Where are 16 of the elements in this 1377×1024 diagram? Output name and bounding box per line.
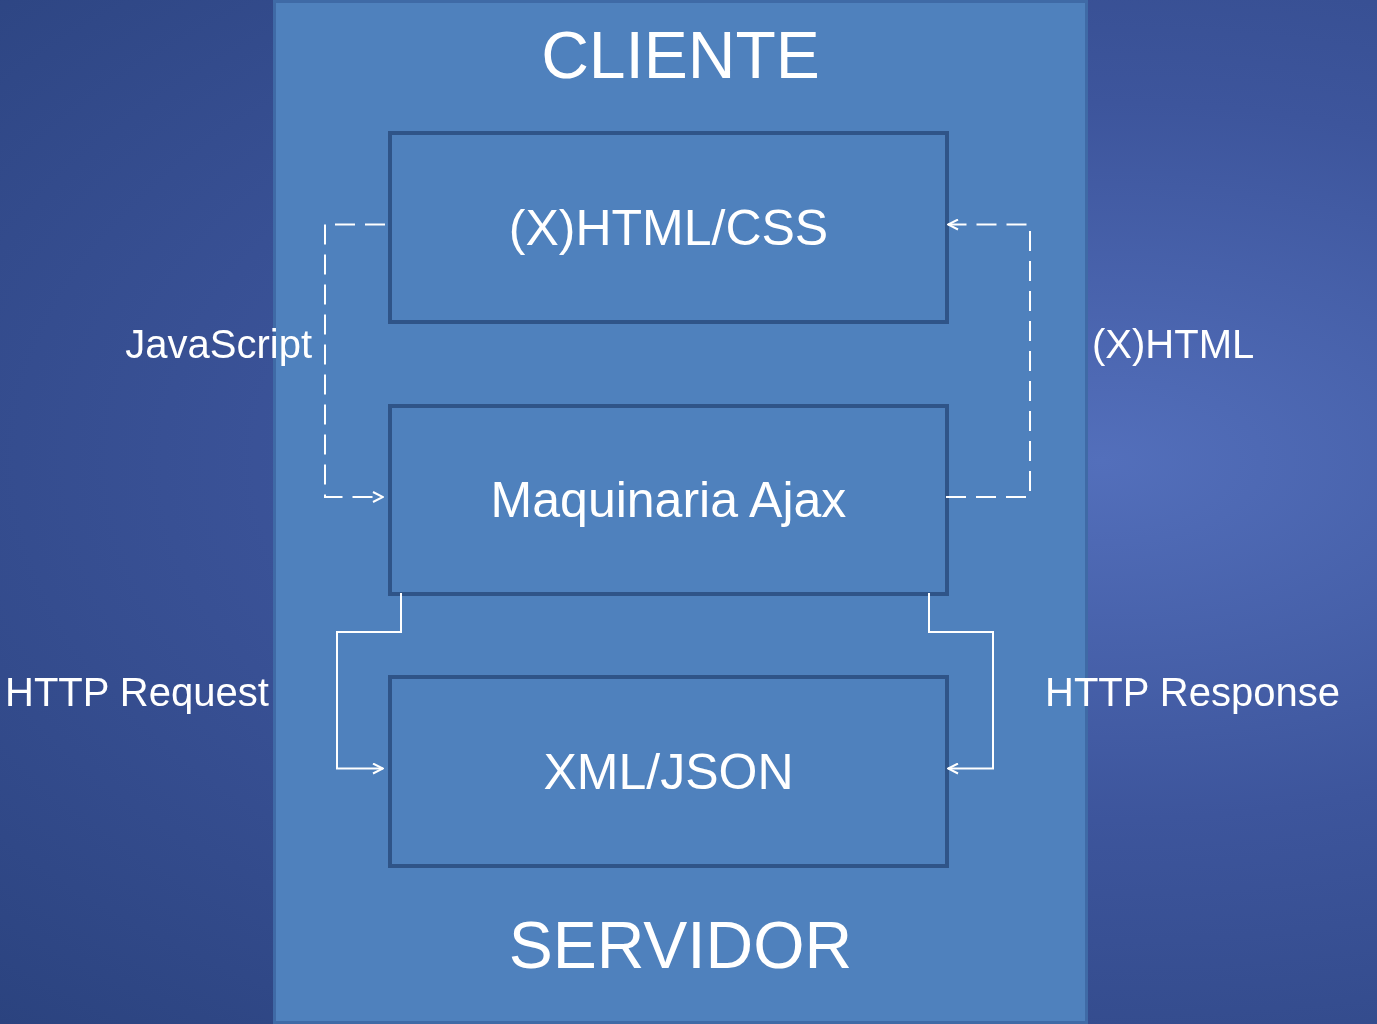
arrow — [324, 223, 386, 503]
arrow — [928, 592, 994, 775]
panel-heading: CLIENTE — [540, 17, 821, 93]
box-label: XML/JSON — [543, 742, 794, 801]
edge-label: JavaScript — [125, 322, 312, 367]
panel-heading: SERVIDOR — [507, 907, 854, 983]
edge-label: HTTP Response — [1045, 670, 1340, 715]
box — [388, 131, 949, 324]
box — [388, 404, 949, 596]
arrow — [336, 592, 402, 775]
box-label: Maquinaria Ajax — [490, 471, 847, 529]
box — [388, 675, 949, 868]
arrow — [945, 218, 1031, 498]
edge-label: (X)HTML — [1092, 322, 1255, 367]
box-label: (X)HTML/CSS — [508, 198, 829, 257]
edge-label: HTTP Request — [5, 670, 269, 715]
